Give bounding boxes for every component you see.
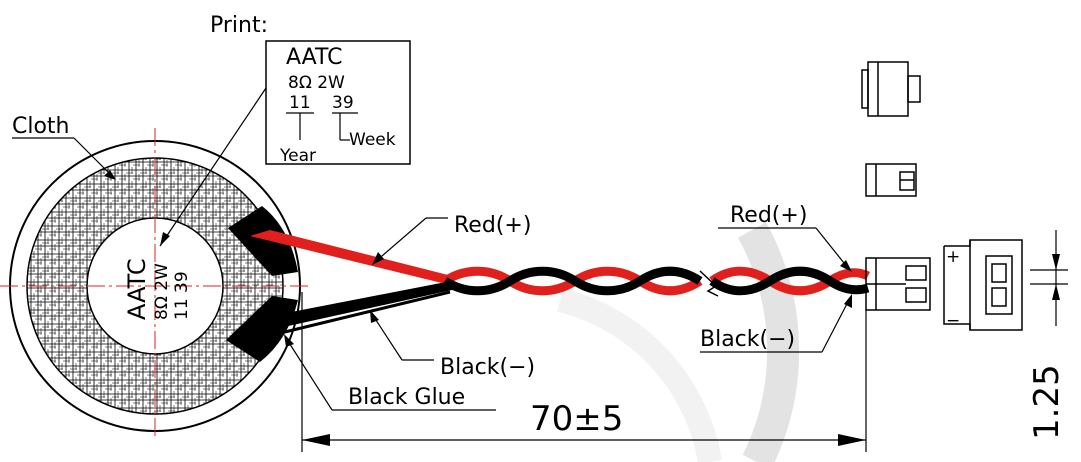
pitch-dimension (1030, 230, 1068, 326)
speaker: AATC 8Ω 2W 11 39 (0, 128, 310, 440)
black-wire-lead-2 (259, 290, 451, 340)
dome-code: 11 39 (172, 271, 192, 320)
print-callout: Print: AATC 8Ω 2W 11 39 Week Year (159, 13, 411, 247)
red-wire-lead (250, 230, 452, 284)
connector-face-view (943, 239, 1023, 331)
print-heading: Print: (210, 13, 268, 38)
polarity-minus: − (946, 311, 960, 331)
label-connector-red: Red(+) (730, 203, 807, 228)
black-wire-leader (371, 313, 403, 361)
connector-side-view (865, 163, 917, 197)
solder-tab-upper (228, 206, 298, 276)
solder-tab-lower (226, 296, 298, 362)
connector-housing (865, 257, 931, 311)
print-week-label: Week (349, 130, 396, 150)
wire-bundle (250, 230, 871, 340)
twisted-pair-left (442, 266, 703, 296)
label-connector-black: Black(−) (700, 327, 795, 352)
label-red-wire: Red(+) (454, 213, 531, 238)
label-black-glue: Black Glue (348, 385, 465, 410)
twisted-pair-right (709, 266, 871, 296)
length-dimension (301, 292, 867, 452)
print-year-code: 11 (289, 93, 311, 113)
print-spec: 8Ω 2W (288, 73, 345, 93)
print-box (265, 40, 411, 165)
print-week-code: 39 (332, 93, 354, 113)
connector-red-leader (815, 227, 849, 269)
dome-brand: AATC (123, 258, 151, 320)
label-cloth: Cloth (12, 114, 70, 139)
connector-black-leader (821, 297, 851, 353)
connector-top-view (861, 61, 921, 117)
dome-spec: 8Ω 2W (152, 263, 172, 320)
cloth-leader (73, 137, 113, 177)
print-brand: AATC (286, 45, 343, 70)
watermark-arc (737, 222, 800, 462)
black-glue-leader (285, 337, 333, 411)
pitch-dimension-label: 1.25 (1027, 364, 1067, 440)
wire-break-mark (699, 270, 719, 297)
print-year-label: Year (279, 146, 316, 166)
black-wire-lead (250, 282, 452, 330)
watermark-arc-lower (557, 288, 722, 462)
label-black-wire: Black(−) (440, 355, 535, 380)
length-dimension-label: 70±5 (530, 399, 623, 439)
red-wire-leader (374, 217, 427, 263)
polarity-plus: + (946, 247, 960, 267)
print-leader (159, 87, 267, 247)
